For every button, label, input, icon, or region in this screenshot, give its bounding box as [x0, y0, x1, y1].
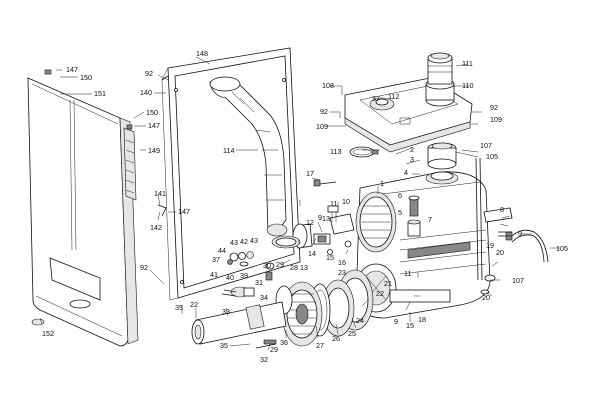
label-7: 7 [428, 215, 432, 224]
label-19: 19 [486, 241, 494, 250]
label-114: 114 [223, 146, 234, 155]
label-43: 43 [250, 236, 258, 245]
label-147: 147 [66, 65, 78, 74]
label-20: 20 [496, 248, 504, 257]
label-41: 41 [210, 270, 218, 279]
small-fittings [221, 235, 301, 298]
label-5: 5 [398, 208, 402, 217]
label-151: 151 [94, 89, 106, 98]
label-2: 2 [410, 145, 414, 154]
label-1: 1 [380, 179, 384, 188]
label-9: 9 [394, 317, 398, 326]
label-112: 112 [388, 92, 399, 101]
label-40: 40 [226, 273, 234, 282]
air-duct-hose [209, 76, 288, 237]
label-92: 92 [145, 69, 153, 78]
label-109: 109 [316, 122, 328, 131]
label-33: 33 [222, 307, 230, 316]
label-16: 16 [338, 258, 346, 267]
label-18: 18 [418, 315, 426, 324]
label-142: 142 [150, 223, 162, 232]
label-150: 150 [80, 73, 92, 82]
label-13: 13 [300, 263, 308, 272]
label-14: 14 [308, 249, 316, 258]
label-10: 10 [342, 197, 350, 206]
condensate-pipe [475, 157, 549, 295]
label-37: 37 [212, 255, 220, 264]
label-25: 25 [348, 329, 356, 338]
label-9: 9 [318, 213, 322, 222]
label-140: 140 [140, 88, 152, 97]
leader-lines [39, 56, 560, 351]
label-35: 35 [220, 341, 228, 350]
label-141: 141 [154, 189, 166, 198]
burner-assembly [191, 262, 374, 349]
label-9: 9 [518, 229, 522, 238]
label-44: 44 [218, 246, 226, 255]
label-42: 42 [240, 237, 248, 246]
label-149: 149 [148, 146, 160, 155]
label-15: 15 [406, 321, 414, 330]
label-8: 8 [500, 205, 504, 214]
label-37: 37 [372, 94, 380, 103]
label-6: 6 [398, 191, 402, 200]
label-150: 150 [146, 108, 158, 117]
label-36: 36 [280, 338, 288, 347]
label-29: 29 [270, 345, 278, 354]
label-35: 35 [175, 303, 183, 312]
label-13: 13 [322, 214, 330, 223]
label-32: 32 [260, 355, 268, 364]
label-43: 43 [230, 238, 238, 247]
label-111: 111 [462, 59, 473, 68]
label-108: 108 [322, 81, 334, 90]
label-92: 92 [140, 263, 148, 272]
part-labels: 147 150 151 150 147 149 141 142 147 152 … [42, 49, 568, 364]
label-39: 39 [240, 271, 248, 280]
label-4: 4 [404, 168, 408, 177]
flue-spigot [427, 142, 457, 170]
label-26: 26 [332, 334, 340, 343]
label-22: 22 [190, 300, 198, 309]
label-22: 22 [376, 289, 384, 298]
label-109: 109 [490, 115, 502, 124]
label-147: 147 [148, 121, 160, 130]
label-105: 105 [556, 244, 568, 253]
label-113: 113 [330, 147, 341, 156]
clamp [349, 146, 379, 158]
label-148: 148 [196, 49, 208, 58]
label-92: 92 [490, 103, 498, 112]
label-23: 23 [338, 268, 346, 277]
label-105: 105 [486, 152, 498, 161]
label-107: 107 [480, 141, 492, 150]
label-20: 20 [482, 293, 490, 302]
label-24: 24 [356, 316, 364, 325]
label-110: 110 [462, 81, 473, 90]
label-27: 27 [316, 341, 324, 350]
label-34: 34 [260, 293, 268, 302]
front-casing-panel [27, 69, 167, 347]
label-3: 3 [410, 155, 414, 164]
label-11: 11 [404, 269, 411, 278]
label-15: 15 [326, 253, 334, 262]
label-17: 17 [306, 169, 314, 178]
label-92: 92 [320, 107, 328, 116]
flue-hood [344, 52, 473, 153]
label-30: 30 [263, 261, 271, 270]
label-28: 28 [290, 263, 298, 272]
label-31: 31 [255, 278, 263, 287]
label-11: 11 [330, 199, 337, 208]
label-29: 29 [276, 260, 284, 269]
label-152: 152 [42, 329, 54, 338]
label-12: 12 [306, 218, 314, 227]
label-107: 107 [512, 276, 524, 285]
label-147: 147 [178, 207, 190, 216]
label-21: 21 [384, 279, 392, 288]
